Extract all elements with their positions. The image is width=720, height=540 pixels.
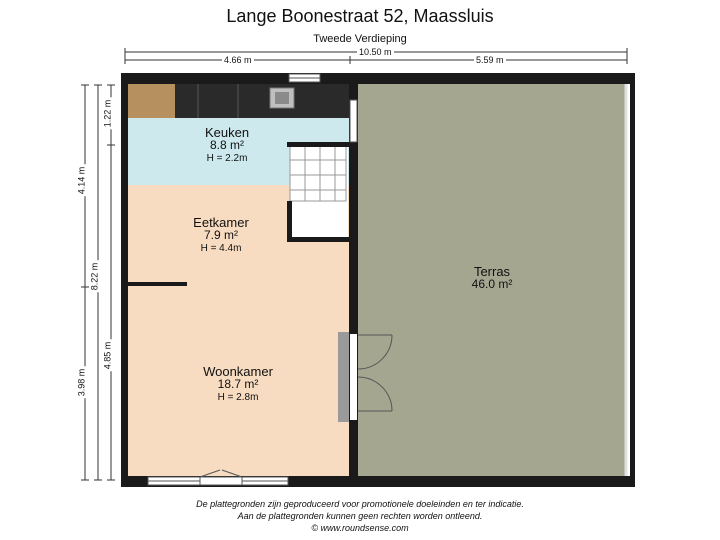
disclaimer-line-2: Aan de plattegronden kunnen geen rechten… — [237, 511, 483, 521]
room-name: Eetkamer — [193, 215, 249, 230]
terras-floor — [358, 80, 626, 476]
room-name: Keuken — [204, 125, 250, 140]
dim-inner-kitchen: 1.22 m — [102, 97, 114, 130]
dim-inner-living: 4.85 m — [102, 339, 114, 372]
terrace-door-swing — [357, 334, 393, 412]
room-label-terras: Terras 46.0 m² — [432, 265, 552, 291]
disclaimer-line-1: De plattegronden zijn geproduceerd voor … — [196, 499, 524, 509]
walls — [121, 73, 635, 487]
bottom-doors — [199, 469, 243, 486]
dim-inner-total: 8.22 m — [89, 260, 101, 293]
room-area: 46.0 m² — [471, 277, 513, 291]
room-label-keuken: Keuken 8.8 m² H = 2.2m — [167, 126, 287, 165]
floor-level-subtitle: Tweede Verdieping — [313, 33, 407, 45]
room-label-woonkamer: Woonkamer 18.7 m² H = 2.8m — [178, 365, 298, 404]
room-label-eetkamer: Eetkamer 7.9 m² H = 4.4m — [161, 216, 281, 255]
room-name: Terras — [473, 264, 511, 279]
dim-outer-top: 4.14 m — [76, 164, 88, 197]
kitchen-counter-wood — [127, 84, 175, 118]
terrace-door-frame — [338, 332, 349, 422]
dim-total-width: 10.50 m — [357, 47, 394, 58]
kitchen-counter — [175, 84, 349, 118]
copyright-text: © www.roundsense.com — [311, 523, 409, 533]
room-area: 18.7 m² — [217, 377, 259, 391]
room-name: Woonkamer — [203, 364, 273, 379]
dim-outer-bottom: 3.98 m — [76, 366, 88, 399]
room-height: H = 4.4m — [200, 243, 242, 254]
room-height: H = 2.8m — [217, 392, 259, 403]
floorplan-title: Lange Boonestraat 52, Maassluis — [226, 6, 494, 26]
dim-left-width: 4.66 m — [222, 55, 254, 66]
room-height: H = 2.2m — [206, 153, 248, 164]
windows — [147, 73, 358, 486]
room-area: 7.9 m² — [203, 228, 238, 242]
stair-landing — [290, 145, 348, 237]
room-area: 8.8 m² — [209, 138, 244, 152]
dim-right-width: 5.59 m — [474, 55, 506, 66]
